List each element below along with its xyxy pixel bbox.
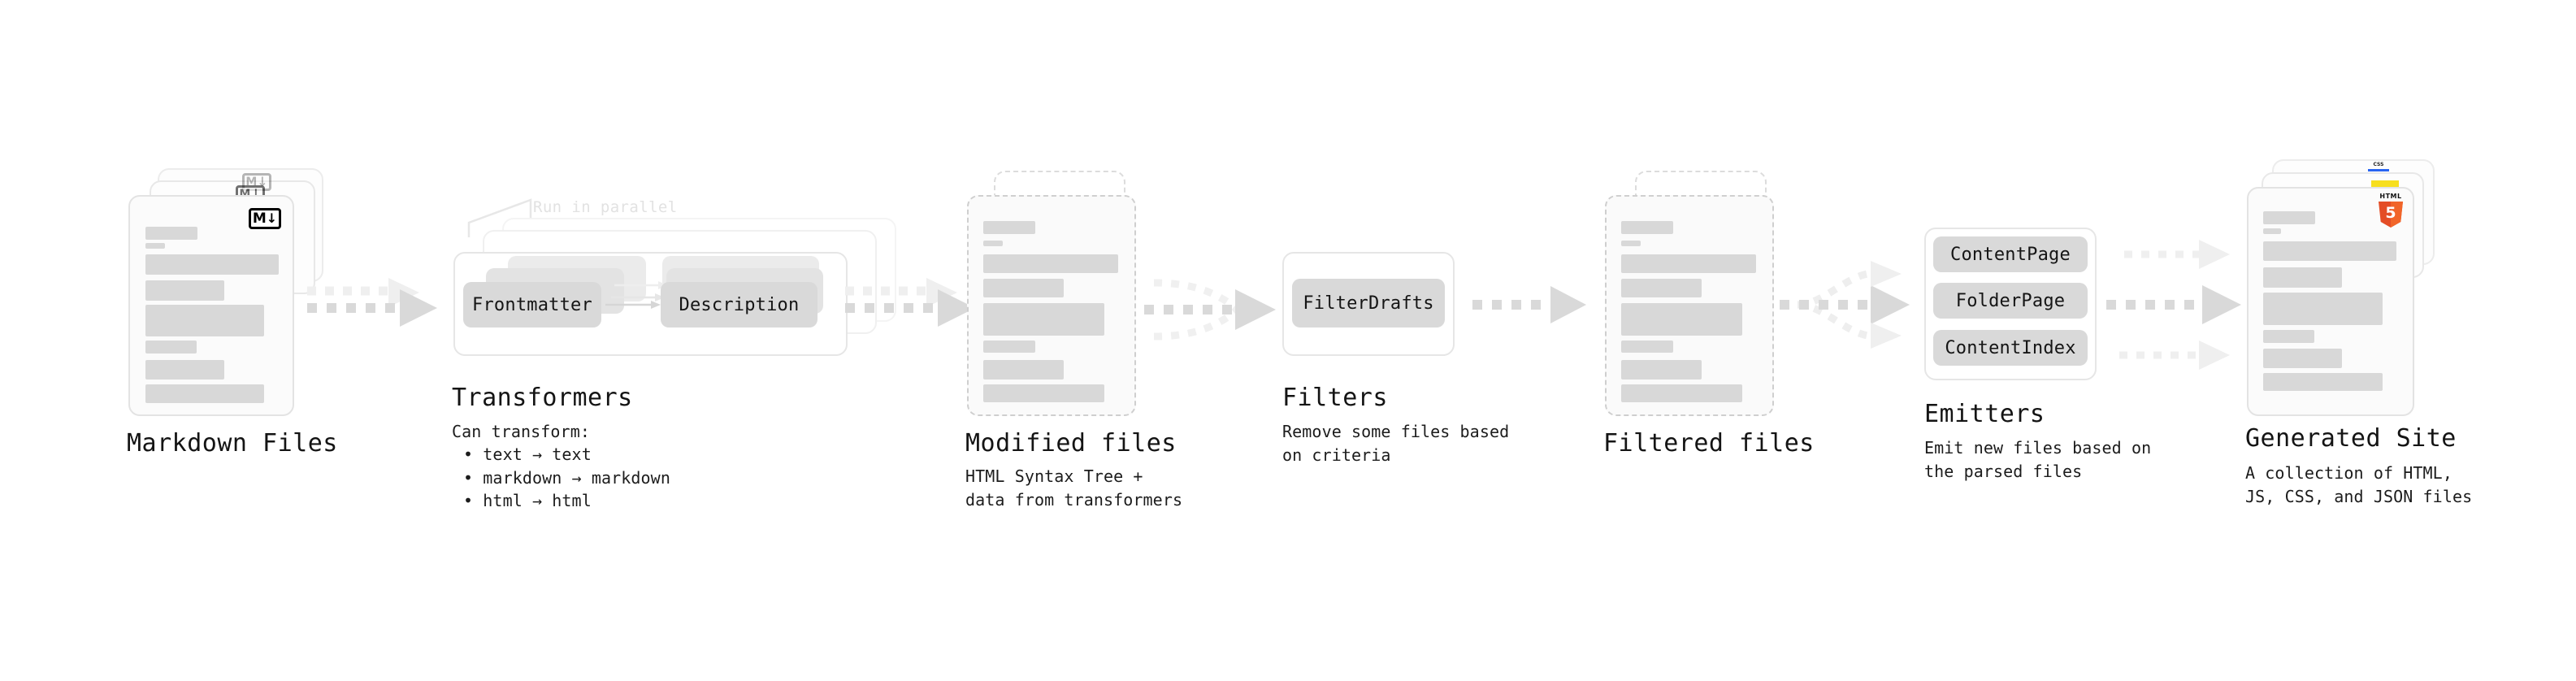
html5-icon-shield [2379, 202, 2403, 228]
doc-line [983, 303, 1104, 336]
stage-title-modified-files: Modified files [965, 429, 1177, 458]
doc-line [1621, 303, 1742, 336]
emitter-chip-contentindex[interactable]: ContentIndex [1933, 330, 2088, 366]
css-icon-bar [2368, 169, 2389, 171]
run-in-parallel-label: Run in parallel [533, 198, 678, 216]
filter-chip-filterdrafts-label: FilterDrafts [1303, 293, 1434, 314]
emitter-chip-contentpage-label: ContentPage [1950, 244, 2071, 265]
filter-chip-filterdrafts[interactable]: FilterDrafts [1292, 279, 1445, 327]
transformers-bullet-2: • html → html [463, 491, 592, 510]
arrow-emitters-to-site [2106, 240, 2241, 370]
doc-line [145, 360, 224, 380]
doc-line [1621, 340, 1673, 353]
arrow-filters-to-filtered [1472, 286, 1586, 323]
css-icon: CSS [2368, 163, 2389, 174]
emitter-chip-contentindex-label: ContentIndex [1945, 337, 2076, 358]
stage-desc-emitters: Emit new files based on the parsed files [1924, 438, 2152, 481]
doc-line [983, 384, 1104, 402]
arrow-markdown-to-transformers [307, 278, 437, 327]
doc-line [145, 280, 224, 301]
html5-icon: HTML [2376, 193, 2405, 228]
emitter-chip-folderpage-label: FolderPage [1955, 290, 2066, 311]
markdown-icon-letter-ghost-back: M [245, 176, 258, 189]
stage-title-filtered-files: Filtered files [1603, 429, 1815, 458]
doc-line [1621, 254, 1756, 273]
doc-line [2263, 241, 2396, 261]
doc-line [145, 340, 197, 354]
doc-line [2263, 267, 2342, 288]
doc-line [1621, 384, 1742, 402]
doc-line [1621, 241, 1641, 246]
doc-line [983, 254, 1118, 273]
stage-desc-generated-site: A collection of HTML, JS, CSS, and JSON … [2245, 463, 2473, 506]
emitter-chip-contentpage[interactable]: ContentPage [1933, 236, 2088, 272]
doc-line [2263, 330, 2314, 343]
doc-line [983, 221, 1035, 234]
stage-title-generated-site: Generated Site [2245, 424, 2457, 453]
doc-line [2263, 349, 2342, 368]
doc-line [983, 340, 1035, 353]
doc-line [145, 305, 264, 336]
transformers-bullet-1: • markdown → markdown [463, 468, 670, 488]
stage-title-markdown-files: Markdown Files [127, 429, 338, 458]
doc-line [145, 243, 165, 249]
doc-line [145, 227, 197, 240]
transformer-connector [605, 301, 661, 309]
doc-line [2263, 211, 2315, 224]
transformer-chip-description-label: Description [679, 294, 800, 315]
arrow-transformers-to-modified [845, 278, 975, 327]
doc-line [1621, 360, 1702, 380]
doc-line [983, 241, 1003, 246]
arrow-filtered-to-emitters [1780, 261, 1910, 349]
arrow-modified-to-filters [1144, 279, 1276, 340]
stage-desc-transformers: Can transform: [452, 422, 590, 441]
transformer-connector-ghost [611, 293, 665, 301]
stage-title-transformers: Transformers [452, 384, 633, 412]
doc-line [983, 279, 1064, 297]
doc-line [1621, 221, 1673, 234]
doc-line [145, 254, 279, 275]
parallel-bracket [467, 198, 532, 237]
doc-line [1621, 279, 1702, 297]
stage-desc-modified-files: HTML Syntax Tree + data from transformer… [965, 466, 1183, 510]
stage-title-emitters: Emitters [1924, 400, 2045, 428]
transformer-chip-frontmatter[interactable]: Frontmatter [463, 282, 601, 327]
transformers-bullet-0: • text → text [463, 445, 592, 464]
transformer-chip-frontmatter-label: Frontmatter [472, 294, 592, 315]
css-icon-label: CSS [2373, 162, 2384, 167]
emitter-chip-folderpage[interactable]: FolderPage [1933, 283, 2088, 319]
markdown-icon: M↓ [249, 208, 281, 229]
stage-title-filters: Filters [1282, 384, 1388, 412]
html5-icon-wordmark: HTML [2379, 193, 2402, 200]
stage-desc-filters: Remove some files based on criteria [1282, 422, 1510, 465]
markdown-icon-letter: M [252, 210, 267, 227]
doc-line [2263, 228, 2281, 234]
doc-line [983, 360, 1064, 380]
doc-line [2263, 373, 2383, 391]
doc-line [2263, 293, 2383, 325]
transformer-chip-description[interactable]: Description [661, 282, 817, 327]
doc-line [145, 384, 264, 403]
